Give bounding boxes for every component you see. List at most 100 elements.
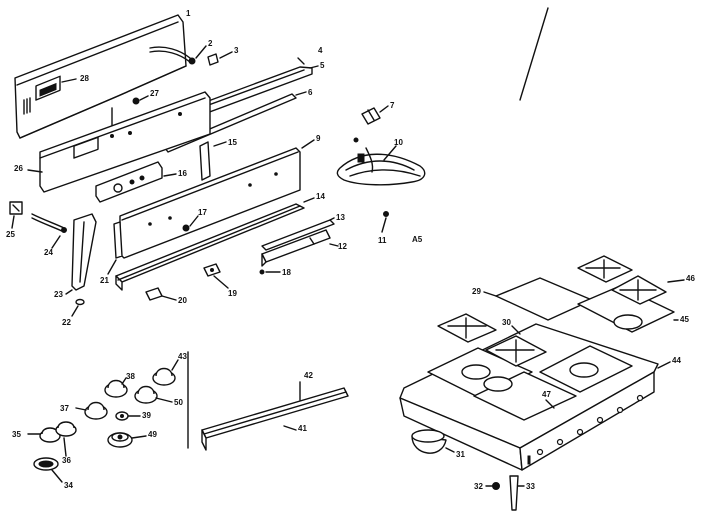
callout-50: 50 (174, 398, 183, 407)
leader-7 (379, 105, 389, 113)
leader-27 (139, 95, 149, 101)
callout-39: 39 (142, 411, 151, 420)
part-14-channel (115, 203, 305, 291)
callout-12: 12 (338, 242, 347, 251)
leader-6 (295, 91, 307, 96)
callout-2: 2 (208, 39, 213, 48)
burner-pan-rear-left (539, 345, 633, 393)
leader-47 (545, 399, 555, 409)
callout-6: 6 (308, 88, 313, 97)
part-46-grates (577, 255, 667, 305)
leader-38 (121, 377, 127, 385)
callout-46: 46 (686, 274, 695, 283)
callout-44: 44 (672, 356, 681, 365)
part-25-block (9, 201, 23, 215)
callout-49: 49 (148, 430, 157, 439)
part-11-screw (383, 211, 389, 217)
leader-16 (163, 173, 177, 177)
part-24-wire (31, 213, 67, 233)
part-41-trim (201, 387, 349, 451)
leader-41 (283, 425, 297, 431)
part-49-knob (107, 432, 133, 448)
leader-43 (171, 359, 179, 371)
leader-12 (329, 243, 339, 247)
callout-1: 1 (186, 9, 191, 18)
callout-34: 34 (64, 481, 73, 490)
callout-21: 21 (100, 276, 109, 285)
callout-18: 18 (282, 268, 291, 277)
part-29-cover (495, 277, 593, 321)
callout-28: 28 (80, 74, 89, 83)
leader-22 (71, 305, 79, 317)
leader-36 (63, 437, 67, 457)
part-30-grates (437, 313, 547, 367)
part-33-igniter (509, 475, 519, 511)
stray-line (519, 7, 549, 101)
callout-23: 23 (54, 290, 63, 299)
leader-15 (213, 141, 227, 147)
callout-35: 35 (12, 430, 21, 439)
leader-25 (11, 215, 15, 229)
callout-20: 20 (178, 296, 187, 305)
callout-4: 4 (318, 46, 323, 55)
part-1-backguard-panel (14, 14, 187, 139)
callout-33: 33 (526, 482, 535, 491)
callout-36: 36 (62, 456, 71, 465)
part-7-connector (361, 107, 381, 125)
part-21-bracket (113, 221, 123, 259)
knobs-group (27, 351, 189, 483)
part-10-wire-harness (336, 137, 426, 186)
callout-38: 38 (126, 372, 135, 381)
part-22-fastener (75, 298, 85, 306)
callout-17: 17 (198, 208, 207, 217)
part-39-clip (115, 411, 129, 421)
callout-27: 27 (150, 89, 159, 98)
leader-34 (51, 469, 63, 483)
leader-13 (329, 217, 335, 221)
leader-10 (383, 145, 397, 161)
leader-5 (309, 65, 319, 69)
part-16-switch-plate (95, 161, 163, 203)
leader-44 (657, 361, 671, 369)
part-13-rail (261, 219, 335, 251)
part-37-knob (84, 401, 108, 420)
callout-11: 11 (378, 236, 387, 245)
callout-13: 13 (336, 213, 345, 222)
burner-pan-front-right (473, 371, 577, 421)
callout-22: 22 (62, 318, 71, 327)
part-50-knob (134, 385, 158, 404)
leader-31 (445, 447, 455, 453)
part-26-control-panel (39, 91, 211, 193)
callout-24: 24 (44, 248, 53, 257)
callout-15: 15 (228, 138, 237, 147)
callout-43: 43 (178, 352, 187, 361)
callout-as: A5 (412, 235, 423, 244)
callout-26: 26 (14, 164, 23, 173)
leader-23 (65, 289, 73, 295)
leader-37 (75, 407, 87, 411)
part-28-vent-grille (23, 75, 61, 115)
leader-14 (303, 197, 315, 203)
part-31-bowl (411, 429, 447, 454)
callout-32: 32 (474, 482, 483, 491)
leader-24 (51, 235, 61, 249)
callout-16: 16 (178, 169, 187, 178)
part-19-clip (203, 263, 221, 277)
part-18-screw (259, 269, 265, 275)
callout-10: 10 (394, 138, 403, 147)
part-3-clip (207, 53, 219, 66)
leader-49 (131, 435, 147, 439)
leader-20 (161, 295, 177, 301)
callout-7: 7 (390, 101, 395, 110)
callout-31: 31 (456, 450, 465, 459)
leader-21 (107, 259, 117, 275)
part-27-screw (132, 97, 140, 105)
leader-50 (155, 397, 173, 403)
leader-30 (511, 325, 521, 335)
callout-5: 5 (320, 61, 325, 70)
leader-19 (213, 275, 229, 289)
part-20-plug (145, 287, 163, 301)
leader-9 (301, 139, 315, 149)
callout-47: 47 (542, 390, 551, 399)
